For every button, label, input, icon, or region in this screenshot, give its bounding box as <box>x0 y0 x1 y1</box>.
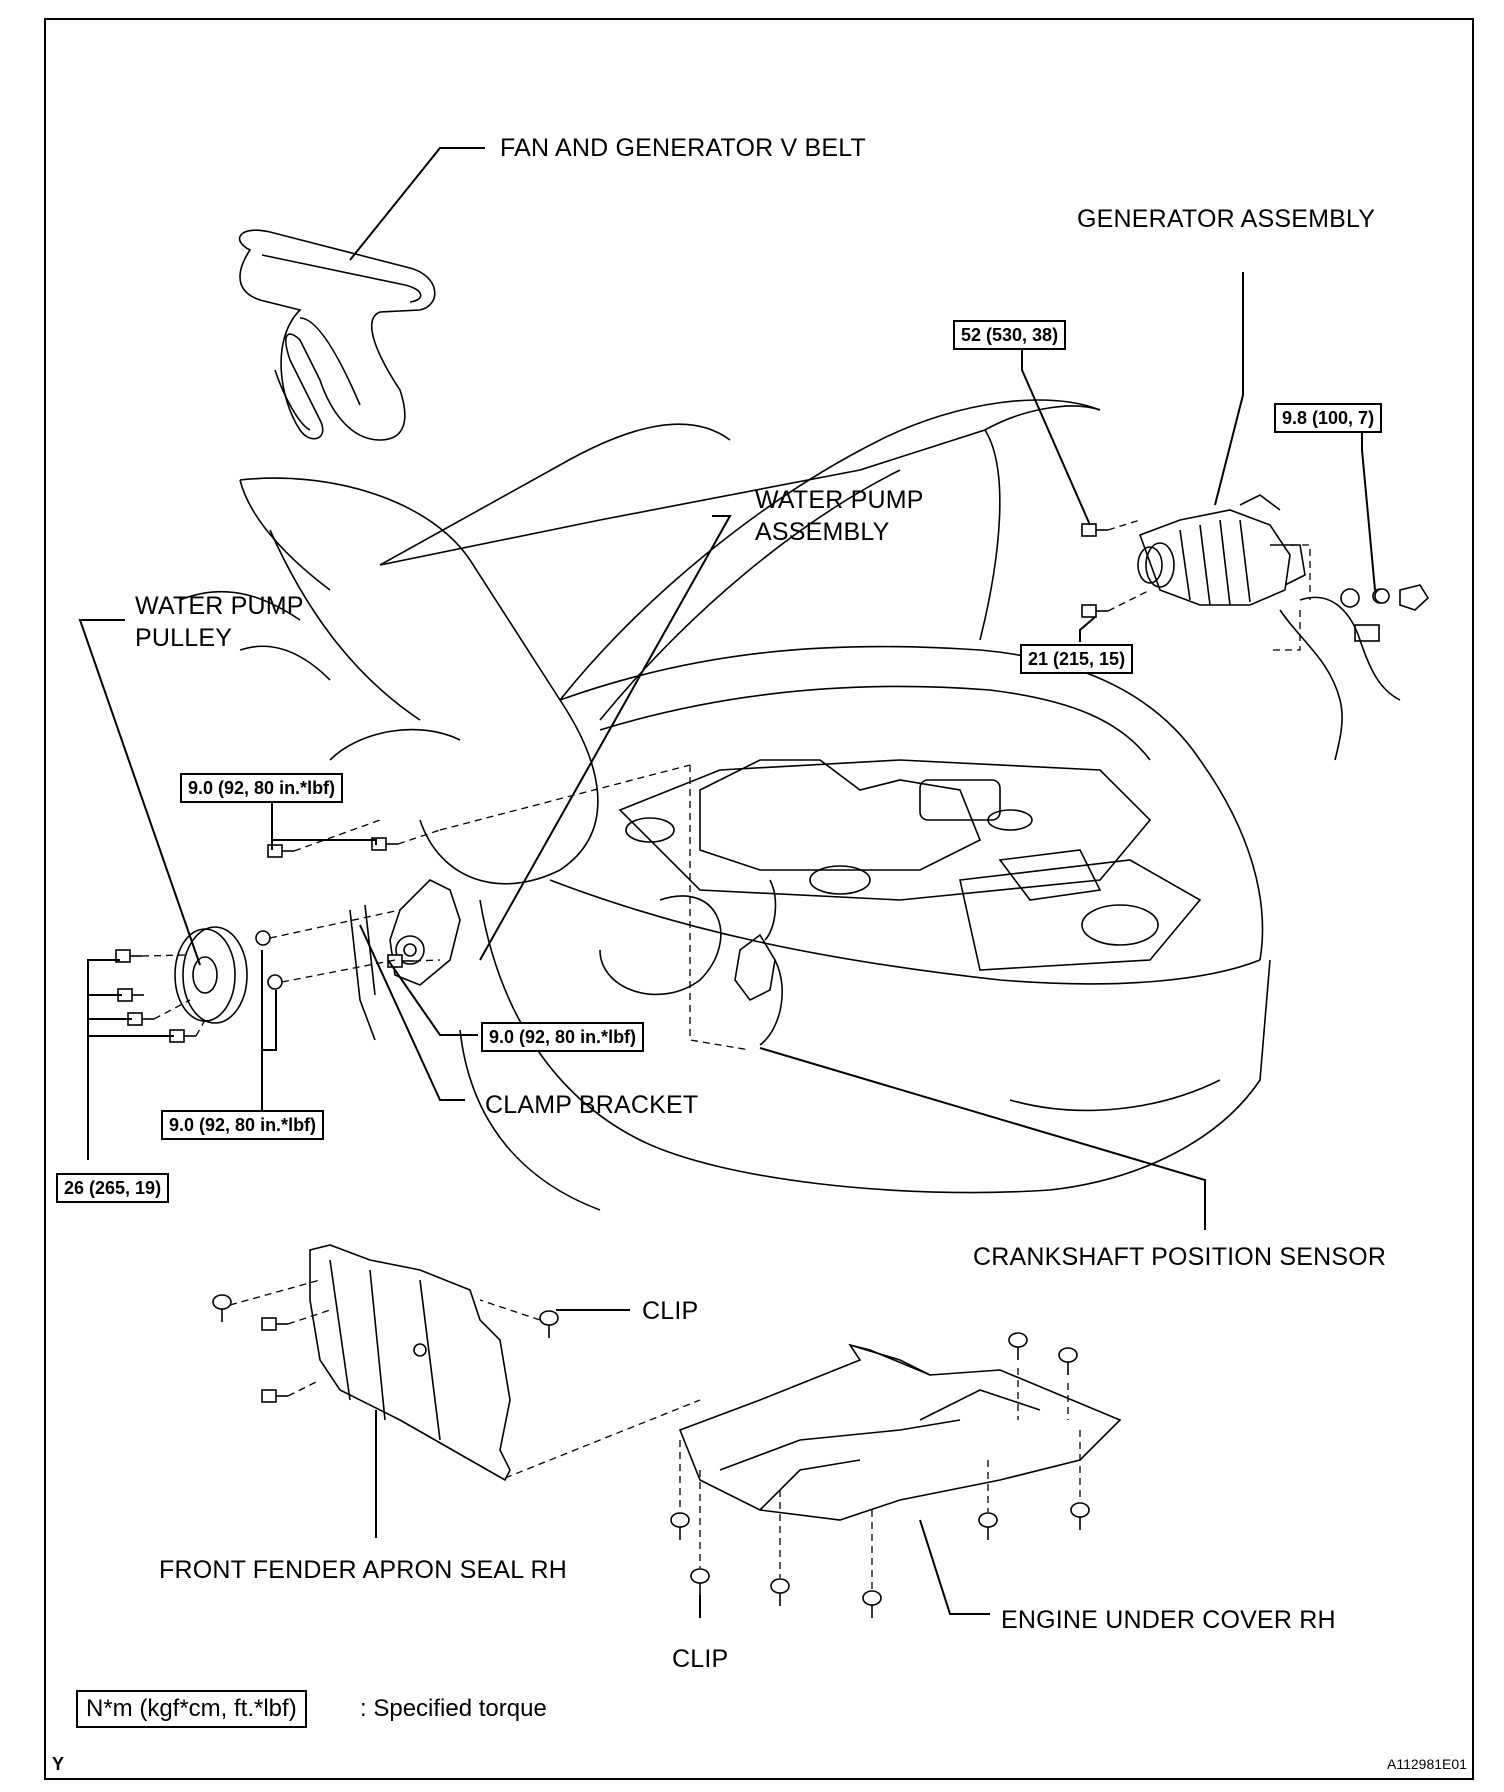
clip-icon <box>978 1512 998 1540</box>
torque-pulley: 26 (265, 19) <box>56 1173 170 1203</box>
legend-unit-box: N*m (kgf*cm, ft.*lbf) <box>76 1690 307 1728</box>
torque-generator-terminal: 9.8 (100, 7) <box>1274 403 1383 433</box>
torque-pump-upper: 9.0 (92, 80 in.*lbf) <box>180 773 344 803</box>
torque-generator-lower: 21 (215, 15) <box>1020 644 1134 674</box>
bolt-icon <box>261 1389 288 1403</box>
apron-seal-drawing <box>309 1244 511 1482</box>
clip-icon <box>1070 1502 1090 1530</box>
torque-pump-lower: 9.0 (92, 80 in.*lbf) <box>161 1110 325 1140</box>
v-belt-drawing <box>238 229 436 441</box>
label-water-pump-pulley-line1: WATER PUMP <box>135 592 304 620</box>
corner-mark: Y <box>52 1754 65 1774</box>
label-generator-assembly: GENERATOR ASSEMBLY <box>1077 205 1376 233</box>
label-crankshaft-position-sensor: CRANKSHAFT POSITION SENSOR <box>973 1243 1387 1271</box>
fasteners <box>115 523 1390 1618</box>
torque-generator-upper: 52 (530, 38) <box>953 320 1067 350</box>
label-water-pump-pulley-line2: PULLEY <box>135 624 233 652</box>
water-pump-pulley-drawing <box>174 926 248 1024</box>
clip-icon <box>862 1590 882 1618</box>
clip-icon <box>690 1568 710 1596</box>
label-water-pump-assembly-line2: ASSEMBLY <box>755 518 890 546</box>
clip-icon <box>212 1294 232 1322</box>
leader-lines <box>78 147 1376 1618</box>
label-clip-upper: CLIP <box>642 1297 699 1325</box>
label-water-pump-assembly-line1: WATER PUMP <box>755 486 924 514</box>
bolt-icon <box>261 1317 288 1331</box>
label-front-fender-apron-seal: FRONT FENDER APRON SEAL RH <box>159 1556 568 1584</box>
diagram-frame <box>44 18 1474 1780</box>
bolt-icon <box>1081 604 1108 618</box>
label-engine-under-cover: ENGINE UNDER COVER RH <box>1001 1606 1336 1634</box>
label-clip-lower: CLIP <box>672 1645 729 1673</box>
clip-icon <box>670 1512 690 1540</box>
bolt-icon <box>1081 523 1108 537</box>
nut-icon <box>1374 588 1390 604</box>
clip-icon <box>1008 1332 1028 1360</box>
assembly-lines <box>141 519 1311 1590</box>
crankshaft-sensor-drawing <box>734 879 783 1046</box>
bolt-icon <box>169 1029 196 1043</box>
water-pump-drawing <box>349 879 461 1041</box>
clip-icon <box>539 1310 559 1338</box>
under-cover-drawing <box>678 1343 1122 1521</box>
torque-pump-right: 9.0 (92, 80 in.*lbf) <box>481 1022 645 1052</box>
legend-description: : Specified torque <box>360 1695 547 1722</box>
label-clamp-bracket: CLAMP BRACKET <box>485 1091 699 1119</box>
nut-icon <box>267 974 283 990</box>
generator-drawing <box>1137 494 1430 761</box>
vehicle-outline <box>179 399 1271 1211</box>
nut-icon <box>255 930 271 946</box>
clip-icon <box>770 1578 790 1606</box>
figure-code: A112981E01 <box>1387 1756 1467 1772</box>
label-fan-belt: FAN AND GENERATOR V BELT <box>500 134 866 162</box>
clip-icon <box>1058 1347 1078 1375</box>
